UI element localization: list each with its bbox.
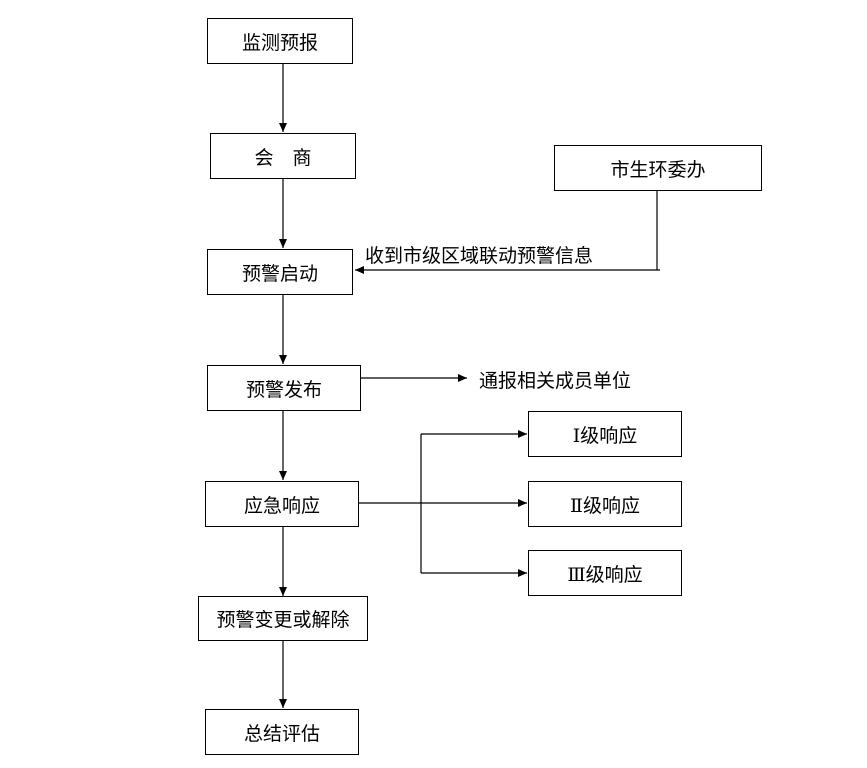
node-respond: 应急响应	[205, 481, 359, 527]
node-consult: 会 商	[210, 133, 356, 179]
node-monitor: 监测预报	[207, 18, 353, 64]
node-level3: Ⅲ级响应	[528, 550, 682, 596]
label-notify: 通报相关成员单位	[479, 370, 632, 392]
node-start: 预警启动	[207, 249, 353, 295]
label-regional-info: 收到市级区域联动预警信息	[365, 245, 594, 267]
node-level2: Ⅱ级响应	[528, 481, 682, 527]
node-bureau: 市生环委办	[554, 145, 762, 191]
node-evaluate: 总结评估	[205, 709, 359, 755]
node-level1: Ⅰ级响应	[528, 411, 682, 457]
node-publish: 预警发布	[207, 365, 361, 411]
node-change: 预警变更或解除	[198, 596, 368, 641]
